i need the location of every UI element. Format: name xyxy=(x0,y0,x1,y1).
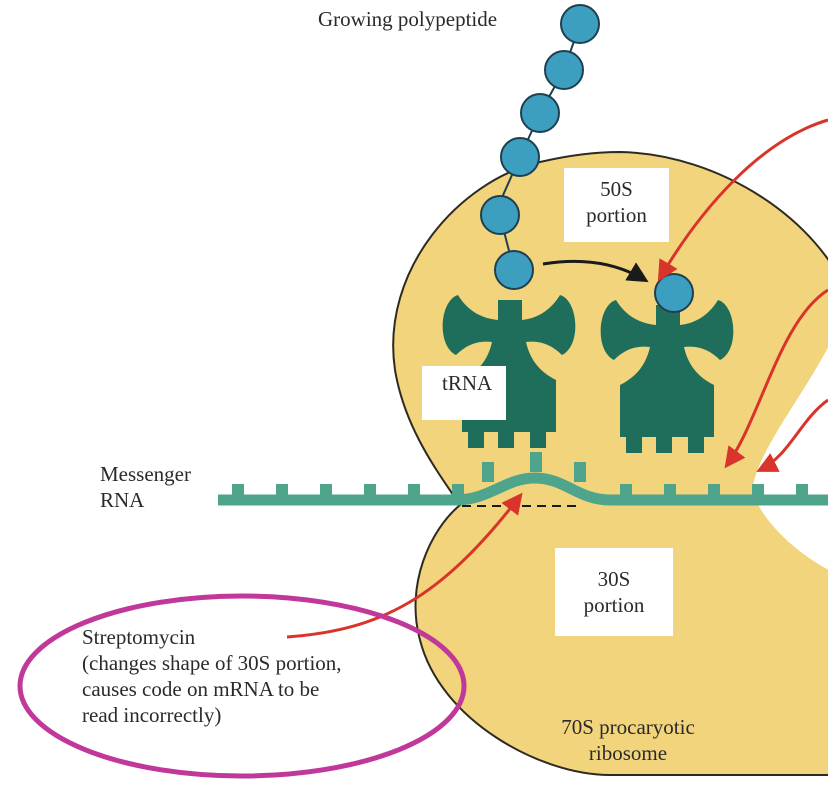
growing-polypeptide-label: Growing polypeptide xyxy=(318,7,498,31)
streptomycin-label: Streptomycin xyxy=(82,625,196,649)
portion-50s-line-2: portion xyxy=(586,203,647,227)
mrna-tooth xyxy=(452,484,464,498)
amino-acid-bead xyxy=(480,195,520,235)
red-arrow-middle xyxy=(724,288,828,469)
streptomycin-note-line-1: (changes shape of 30S portion, xyxy=(82,651,342,675)
amino-acid-bead xyxy=(544,50,584,90)
trna-label: tRNA xyxy=(422,366,506,420)
portion-30s-line-2: portion xyxy=(583,593,645,617)
mrna-backbone xyxy=(218,472,828,506)
mrna-tooth xyxy=(276,484,288,498)
portion-30s-line-1: 30S xyxy=(597,567,631,591)
anticodon-tooth xyxy=(688,437,704,453)
amino-acid-bead xyxy=(560,4,600,44)
portion-30s-label: 30S portion xyxy=(555,548,673,636)
mrna-tooth xyxy=(796,484,808,498)
red-arrow-lower xyxy=(756,398,828,472)
messenger-rna-line-2: RNA xyxy=(100,488,145,512)
ribosome-70s-line-1: 70S procaryotic xyxy=(561,715,695,739)
mrna-tooth xyxy=(320,484,332,498)
portion-50s-line-1: 50S xyxy=(600,177,633,201)
red-arrow-streptomycin xyxy=(286,492,523,639)
amino-acid-bead xyxy=(494,250,534,290)
mrna-tooth xyxy=(708,484,720,498)
mrna-tooth xyxy=(232,484,244,498)
trna-label-text: tRNA xyxy=(442,371,493,395)
streptomycin-note-line-3: read incorrectly) xyxy=(82,703,222,727)
amino-acid-bead xyxy=(520,93,560,133)
streptomycin-note: (changes shape of 30S portion, causes co… xyxy=(82,650,342,728)
portion-50s-label: 50S portion xyxy=(564,168,669,242)
mrna-tooth-bulge xyxy=(530,452,542,472)
streptomycin-note-line-2: causes code on mRNA to be xyxy=(82,677,320,701)
trna-anticodon-teeth xyxy=(468,432,704,453)
messenger-rna-line-1: Messenger xyxy=(100,462,191,486)
streptomycin-highlight-ellipse xyxy=(17,593,467,779)
anticodon-tooth xyxy=(656,437,672,453)
anticodon-tooth xyxy=(626,437,642,453)
mrna-tooth xyxy=(408,484,420,498)
red-arrow-top xyxy=(657,118,828,282)
anticodon-tooth xyxy=(468,432,484,448)
incoming-amino-acid-bead xyxy=(654,273,694,313)
mrna-tooth xyxy=(752,484,764,498)
mrna-codon-teeth xyxy=(232,452,808,498)
mrna-tooth xyxy=(664,484,676,498)
mrna-tooth xyxy=(364,484,376,498)
trna-right-shape xyxy=(600,300,734,437)
mrna-tooth xyxy=(620,484,632,498)
ribosome-70s-label: 70S procaryotic ribosome xyxy=(522,714,734,766)
mrna-tooth-bulge xyxy=(482,462,494,482)
amino-acid-bead xyxy=(500,137,540,177)
anticodon-tooth xyxy=(498,432,514,448)
ribosome-70s-line-2: ribosome xyxy=(588,741,668,765)
messenger-rna-label: Messenger RNA xyxy=(100,461,191,513)
anticodon-tooth xyxy=(530,432,546,448)
mrna-tooth-bulge xyxy=(574,462,586,482)
mrna-strand xyxy=(218,452,828,506)
peptide-transfer-arrow xyxy=(542,259,649,283)
polypeptide-chain xyxy=(480,4,694,313)
ribosome-pinch xyxy=(752,347,828,570)
